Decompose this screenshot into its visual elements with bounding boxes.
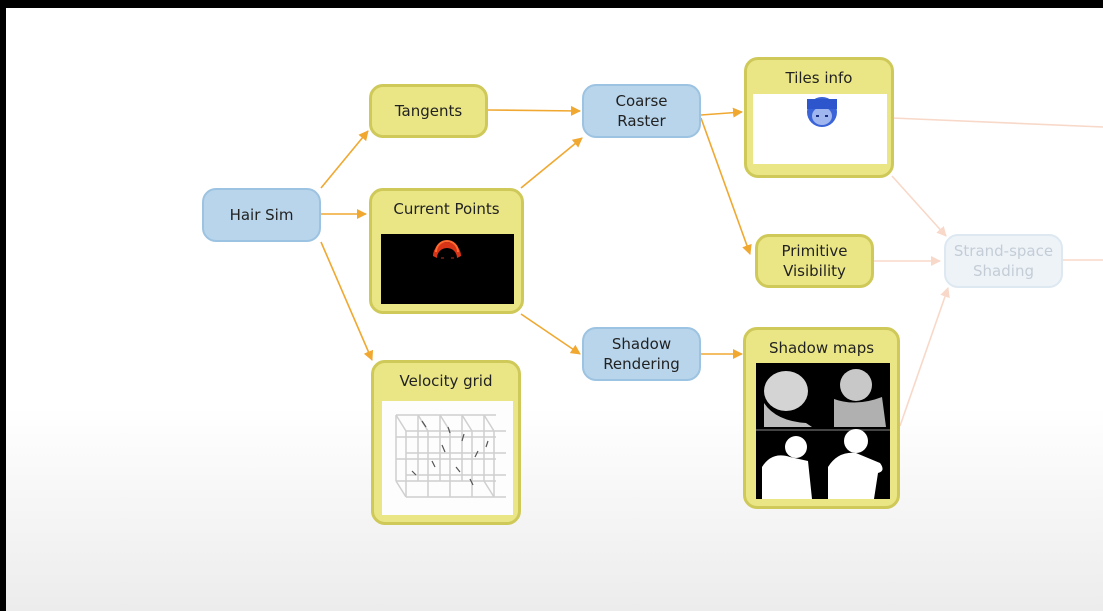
node-hair-sim: Hair Sim bbox=[202, 188, 321, 242]
edge-coarseraster-primvis bbox=[700, 117, 752, 255]
edge-tangents-coarseraster bbox=[487, 105, 581, 116]
node-strand-space-shading: Strand-space Shading bbox=[944, 234, 1063, 288]
strand-space-shading-line1: Strand-space bbox=[953, 242, 1054, 260]
node-velocity-grid: Velocity grid bbox=[371, 360, 521, 525]
shadow-silhouettes-icon bbox=[756, 369, 890, 499]
edge-shadowmaps-shading bbox=[899, 287, 950, 427]
diagram-canvas: Hair Sim Tangents Current Points Velocit… bbox=[6, 8, 1103, 611]
shadow-rendering-line1: Shadow bbox=[611, 335, 672, 353]
node-current-points: Current Points bbox=[369, 188, 524, 314]
red-hair-points-icon bbox=[433, 240, 461, 259]
primitive-visibility-line1: Primitive bbox=[781, 242, 848, 260]
velocity-grid-image bbox=[382, 401, 513, 515]
node-coarse-raster: Coarse Raster bbox=[582, 84, 701, 138]
velocity-grid-label: Velocity grid bbox=[399, 372, 493, 390]
edge-hairsim-tangents bbox=[320, 130, 369, 189]
blue-head-tiles-icon bbox=[807, 97, 837, 127]
node-shadow-rendering: Shadow Rendering bbox=[582, 327, 701, 381]
shadow-rendering-line2: Rendering bbox=[603, 355, 680, 373]
node-shadow-maps: Shadow maps bbox=[743, 327, 900, 509]
edge-tilesinfo-offscreen bbox=[891, 117, 1103, 128]
edge-currentpoints-shadowrendering bbox=[520, 313, 581, 355]
edge-currentpoints-coarseraster bbox=[520, 137, 583, 189]
primitive-visibility-line2: Visibility bbox=[783, 262, 846, 280]
coarse-raster-line2: Raster bbox=[617, 112, 666, 130]
shadow-maps-image bbox=[756, 363, 890, 499]
current-points-render-image bbox=[381, 234, 514, 304]
node-tangents: Tangents bbox=[369, 84, 488, 138]
hair-sim-label: Hair Sim bbox=[229, 206, 294, 224]
tangents-label: Tangents bbox=[394, 102, 463, 120]
edge-coarseraster-tilesinfo bbox=[700, 107, 743, 118]
current-points-label: Current Points bbox=[393, 200, 500, 218]
node-tiles-info: Tiles info bbox=[744, 57, 894, 178]
tiles-info-image bbox=[753, 94, 887, 164]
grid-lattice-icon bbox=[395, 414, 506, 498]
coarse-raster-line1: Coarse bbox=[615, 92, 668, 110]
edges bbox=[320, 105, 1103, 427]
edge-tilesinfo-shading bbox=[891, 175, 947, 237]
strand-space-shading-line2: Shading bbox=[973, 262, 1034, 280]
edge-hairsim-velocitygrid bbox=[320, 241, 374, 361]
tiles-info-label: Tiles info bbox=[785, 69, 853, 87]
node-primitive-visibility: Primitive Visibility bbox=[755, 234, 874, 288]
shadow-maps-label: Shadow maps bbox=[768, 339, 875, 357]
